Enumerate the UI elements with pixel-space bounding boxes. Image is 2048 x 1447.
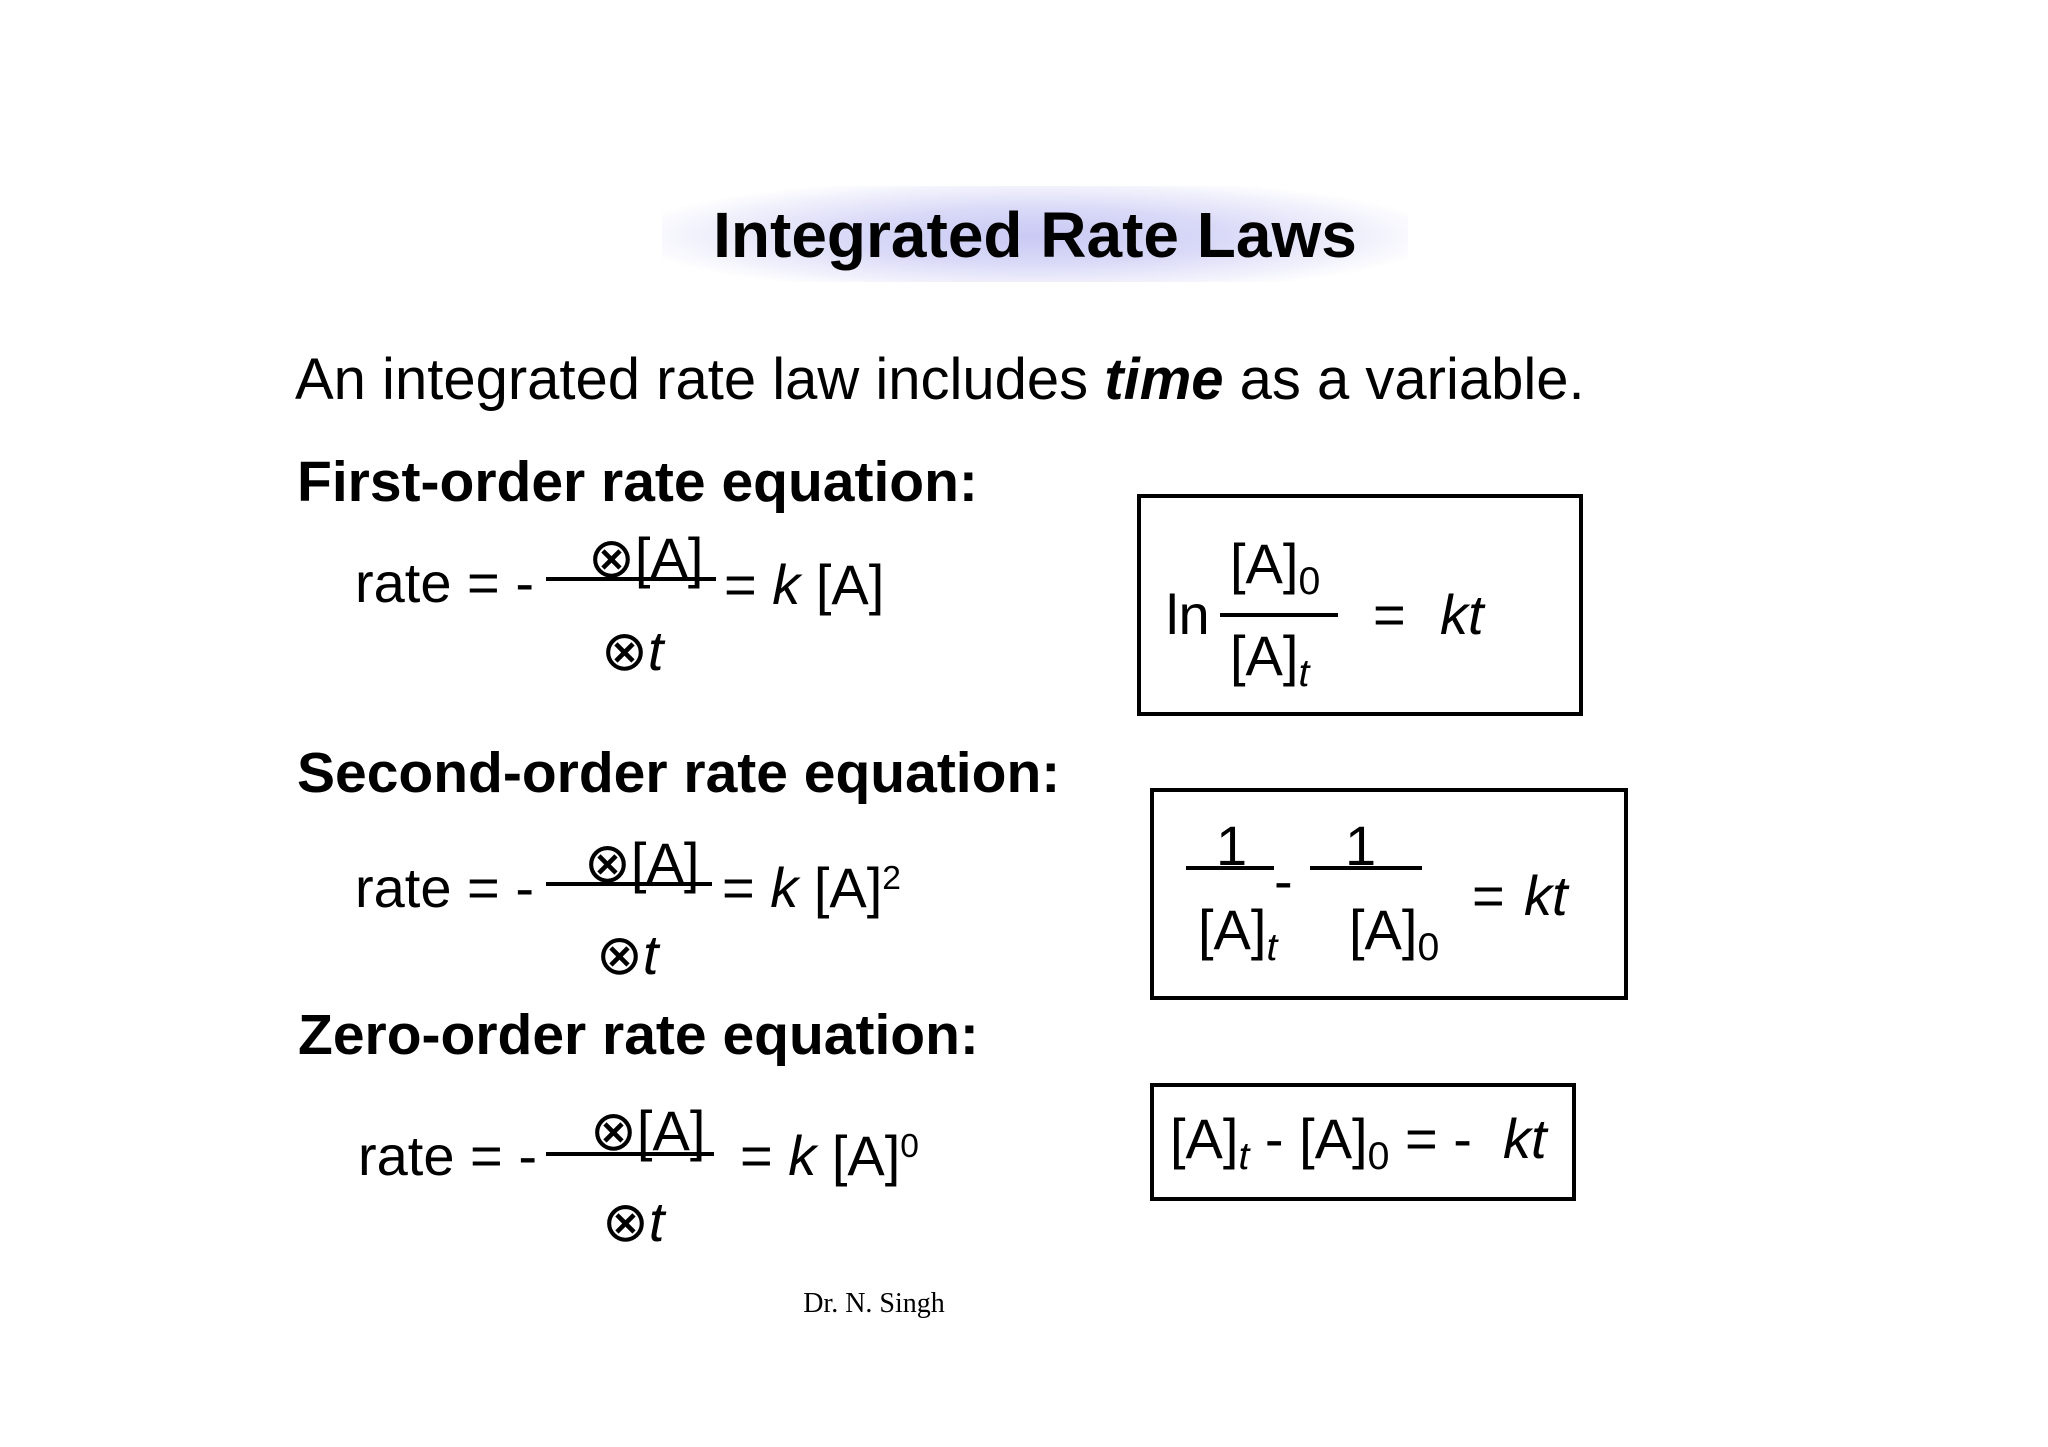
ln-numerator: [A]0	[1230, 536, 1320, 602]
frac-a-numerator: 1	[1216, 814, 1248, 877]
first-order-heading: First-order rate equation:	[297, 450, 978, 514]
ln-denominator-base: [A]	[1230, 624, 1299, 687]
rate-fraction-bar	[546, 1152, 714, 1156]
ln-denominator-sub: t	[1298, 651, 1310, 695]
intro-sentence: An integrated rate law includes time as …	[295, 351, 1585, 409]
rate-concentration: [A]	[831, 1124, 901, 1187]
frac-a-denominator: [A]t	[1198, 902, 1277, 968]
frac-b-base: [A]	[1349, 898, 1418, 961]
minus-sign: -	[1274, 849, 1293, 912]
ln-label: ln	[1166, 583, 1210, 646]
frac-a-bar	[1186, 866, 1274, 870]
zero-order-expression: [A]t - [A]0 = - kt	[1170, 1111, 1547, 1177]
zero-order-minus: -	[1264, 1107, 1284, 1170]
rate-denominator-symbol: ⊗	[601, 619, 648, 682]
zero-order-heading: Zero-order rate equation:	[298, 1003, 979, 1067]
rate-exponent: 2	[882, 859, 901, 897]
zero-order-integrated-box	[1150, 1083, 1576, 1201]
second-order-integrated-box	[1150, 788, 1628, 1000]
rate-denominator-symbol: ⊗	[602, 1190, 649, 1253]
title-highlight	[662, 186, 1408, 282]
frac-a-sub: t	[1266, 925, 1278, 969]
rate-rhs: = k [A]2	[722, 860, 901, 916]
ln-fraction-bar	[1220, 613, 1338, 617]
rate-exponent: 0	[900, 1127, 919, 1165]
rate-denominator: ⊗t	[601, 623, 663, 679]
frac-b-bar	[1310, 866, 1422, 870]
rate-fraction-bar	[546, 577, 716, 581]
term-a-sub: t	[1238, 1134, 1250, 1178]
frac-b-numerator: 1	[1345, 814, 1377, 877]
rate-rhs: = k [A]	[724, 557, 884, 613]
second-order-rhs: kt	[1524, 864, 1568, 927]
intro-after: as a variable.	[1223, 347, 1585, 412]
term-a-base: [A]	[1170, 1107, 1239, 1170]
rate-denominator-var: t	[642, 923, 659, 986]
zero-order-rhs: kt	[1503, 1107, 1547, 1170]
term-b-sub: 0	[1367, 1134, 1390, 1178]
rate-denominator: ⊗t	[596, 927, 658, 983]
ln-rhs: kt	[1440, 583, 1484, 646]
frac-b-sub: 0	[1417, 925, 1440, 969]
rate-fraction-bar	[546, 882, 712, 886]
rate-rhs-eq: =	[724, 553, 757, 616]
second-order-heading: Second-order rate equation:	[297, 741, 1061, 805]
rate-concentration: [A]	[813, 856, 883, 919]
rate-constant: k	[788, 1124, 817, 1187]
zero-order-equals: = -	[1404, 1107, 1472, 1170]
term-b-base: [A]	[1299, 1107, 1368, 1170]
rate-denominator-var: t	[648, 1190, 665, 1253]
frac-a-base: [A]	[1198, 898, 1267, 961]
first-order-integrated-box	[1137, 494, 1583, 716]
rate-rhs-eq: =	[740, 1124, 773, 1187]
slide-title: Integrated Rate Laws	[713, 199, 1357, 271]
rate-constant: k	[772, 553, 801, 616]
rate-denominator-symbol: ⊗	[596, 923, 643, 986]
rate-denominator: ⊗t	[602, 1194, 664, 1250]
rate-denominator-var: t	[647, 619, 664, 682]
rate-numerator: ⊗[A]	[588, 526, 704, 589]
rate-lhs: rate = -	[358, 1124, 537, 1187]
ln-numerator-sub: 0	[1298, 559, 1321, 603]
rate-numerator: ⊗[A]	[584, 831, 700, 894]
rate-constant: k	[770, 856, 799, 919]
frac-b-denominator: [A]0	[1349, 902, 1439, 968]
rate-lhs: rate = -	[355, 856, 534, 919]
rate-concentration: [A]	[815, 553, 885, 616]
intro-emphasis: time	[1104, 347, 1224, 412]
rate-numerator: ⊗[A]	[590, 1099, 706, 1162]
author-footer: Dr. N. Singh	[803, 1288, 945, 1319]
ln-denominator: [A]t	[1230, 628, 1309, 694]
intro-before: An integrated rate law includes	[295, 347, 1105, 412]
rate-lhs: rate = -	[355, 551, 534, 614]
second-order-equals: =	[1472, 864, 1505, 927]
rate-rhs-eq: =	[722, 856, 755, 919]
rate-rhs: = k [A]0	[740, 1128, 919, 1184]
ln-equals: =	[1373, 583, 1406, 646]
ln-numerator-base: [A]	[1230, 532, 1299, 595]
